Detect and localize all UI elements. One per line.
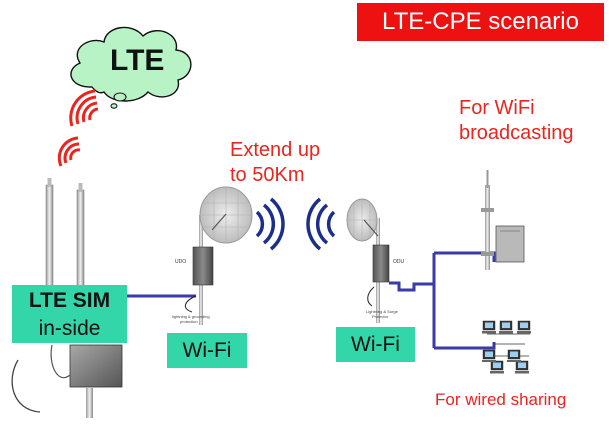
lte-sim-line-2: in-side xyxy=(38,317,101,340)
wifi-bridge-left: UDO lightning & grounding protection xyxy=(172,186,253,325)
wifi-broadcasting-ap xyxy=(481,170,525,270)
wifi-bridge-right: ODU Lightning & Surge Protector xyxy=(346,198,405,323)
extend-range-label: Extend up to 50Km xyxy=(230,138,320,188)
svg-text:Lightning & Surge: Lightning & Surge xyxy=(366,309,399,314)
svg-text:lightning & grounding: lightning & grounding xyxy=(172,314,210,319)
svg-text:Protector: Protector xyxy=(372,314,389,319)
lte-cloud xyxy=(70,26,192,109)
extend-range-line-2: to 50Km xyxy=(230,164,305,186)
svg-text:UDO: UDO xyxy=(175,259,186,265)
lte-cloud-label: LTE xyxy=(110,44,165,77)
wifi-broadcast-line-1: For WiFi xyxy=(459,97,535,119)
lte-sim-badge: LTE SIM in-side xyxy=(12,285,127,343)
extend-range-line-1: Extend up xyxy=(230,139,321,161)
svg-text:protection: protection xyxy=(180,319,198,324)
wifi-broadcast-label: For WiFi broadcasting xyxy=(459,96,599,146)
wifi-link-waves xyxy=(255,197,336,251)
lte-signal-waves-lower xyxy=(57,136,81,167)
lte-signal-waves-upper xyxy=(69,89,99,127)
wifi-label-right: Wi-Fi xyxy=(336,327,415,362)
lte-cpe-device xyxy=(11,178,123,418)
wired-pc-network xyxy=(482,320,531,374)
wifi-label-left: Wi-Fi xyxy=(167,333,247,368)
lte-sim-line-1: LTE SIM xyxy=(28,289,111,312)
wired-sharing-label: For wired sharing xyxy=(435,390,567,409)
scenario-title: LTE-CPE scenario xyxy=(357,3,604,41)
svg-text:ODU: ODU xyxy=(393,259,405,265)
wifi-broadcast-line-2: broadcasting xyxy=(459,122,574,144)
